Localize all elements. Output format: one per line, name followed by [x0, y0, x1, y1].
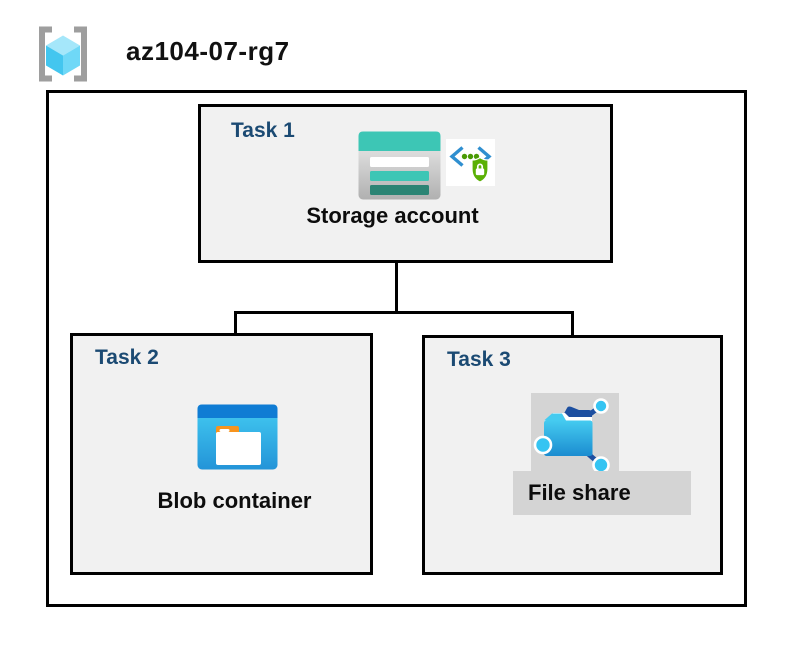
blob-container-label: Blob container — [157, 488, 312, 513]
connector-storage-stem — [395, 230, 398, 314]
task3-box: Task 3 File share — [422, 335, 723, 575]
file-share-icon-highlight — [531, 393, 619, 475]
task1-label: Task 1 — [231, 119, 295, 142]
resource-group-icon — [35, 25, 91, 83]
task3-label: Task 3 — [447, 348, 511, 371]
task2-box: Task 2 Blob container — [70, 333, 373, 575]
storage-account-label: Storage account — [306, 203, 479, 228]
file-share-label-highlight: File share — [513, 471, 691, 515]
task2-label: Task 2 — [95, 346, 159, 369]
resource-group-title: az104-07-rg7 — [126, 36, 290, 66]
task1-box: Task 1 — [198, 104, 613, 263]
file-share-icon — [533, 398, 610, 474]
blob-container-icon — [197, 404, 278, 470]
storage-account-icon — [358, 131, 441, 200]
connector-branch-horizontal — [234, 311, 574, 314]
secure-access-icon — [446, 139, 495, 186]
file-share-label: File share — [528, 480, 631, 505]
